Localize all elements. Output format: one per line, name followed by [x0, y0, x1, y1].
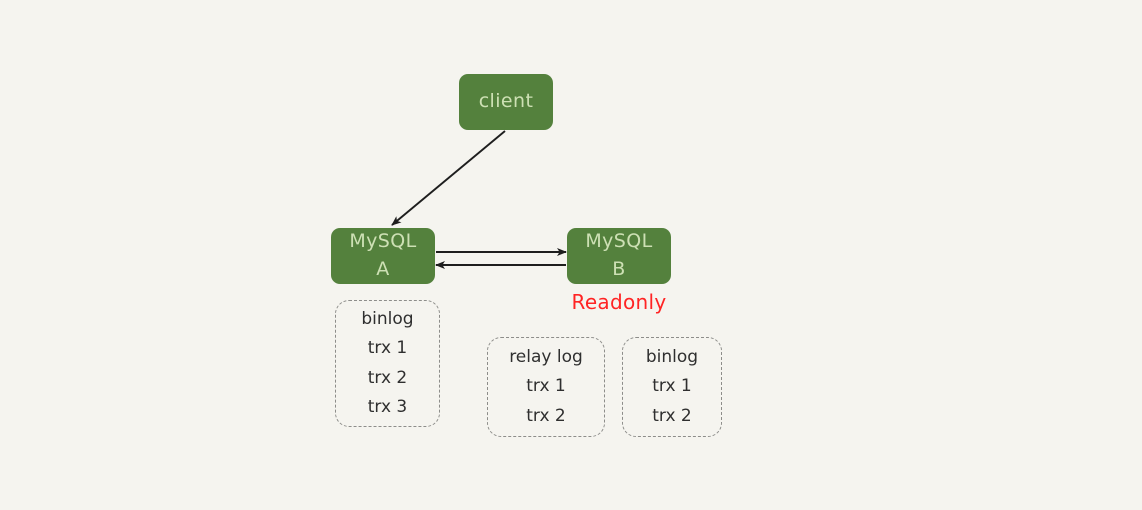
- logbox-b-binlog-entry-1: trx 1: [652, 376, 692, 397]
- logbox-a-binlog-title: binlog: [361, 309, 414, 330]
- logbox-b-relaylog-entry-1: trx 1: [526, 376, 566, 397]
- logbox-b-relaylog-entry-2: trx 2: [526, 405, 566, 426]
- node-mysql-b[interactable]: MySQL B: [567, 228, 671, 284]
- logbox-b-relaylog: relay log trx 1 trx 2: [487, 337, 605, 437]
- node-mysql-b-label-line2: B: [612, 258, 626, 280]
- node-client[interactable]: client: [459, 74, 553, 130]
- logbox-b-binlog-title: binlog: [645, 347, 699, 368]
- logbox-a-binlog-entry-2: trx 2: [367, 367, 408, 388]
- node-mysql-a-label-line2: A: [376, 258, 390, 280]
- node-mysql-b-label-line1: MySQL: [585, 230, 653, 253]
- readonly-annotation: Readonly: [571, 290, 667, 314]
- logbox-b-binlog: binlog trx 1 trx 2: [622, 337, 722, 437]
- logbox-a-binlog: binlog trx 1 trx 2 trx 3: [335, 300, 440, 427]
- arrow-client-to-mysql-a: [391, 130, 506, 226]
- node-mysql-a-label-line1: MySQL: [349, 230, 417, 253]
- logbox-a-binlog-entry-3: trx 3: [367, 396, 408, 417]
- logbox-b-relaylog-title: relay log: [509, 347, 583, 368]
- node-mysql-a[interactable]: MySQL A: [331, 228, 435, 284]
- logbox-b-binlog-entry-2: trx 2: [652, 405, 692, 426]
- logbox-a-binlog-entry-1: trx 1: [367, 338, 408, 359]
- node-client-label: client: [478, 90, 534, 113]
